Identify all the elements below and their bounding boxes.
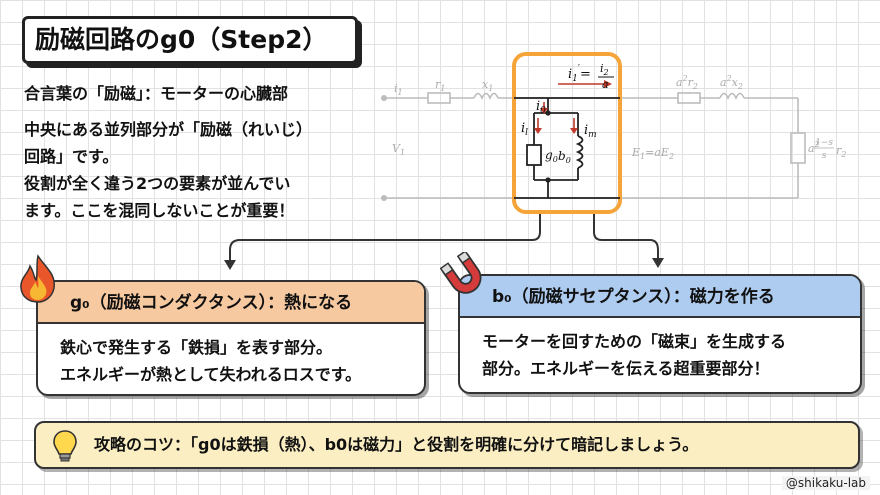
b0-card-heading: b₀（励磁サセプタンス）：磁力を作る xyxy=(460,276,860,318)
b0-card: b₀（励磁サセプタンス）：磁力を作る モーターを回すための「磁束」を生成する 部… xyxy=(458,274,862,394)
tip-text: 攻略のコツ：「g0は鉄損（熱）、b0は磁力」と役割を明確に分けて暗記しましょう。 xyxy=(94,435,699,454)
g0-card-line-2: エネルギーが熱として失われるロスです。 xyxy=(60,365,362,384)
credit-label: @shikaku-lab xyxy=(781,476,870,490)
a2x2-label: a2x2 xyxy=(720,74,743,91)
e1-label: E1=aE2 xyxy=(631,146,674,161)
g0-card-line-1: 鉄心で発生する「鉄損」を表す部分。 xyxy=(60,338,333,357)
b0-card-line-1: モーターを回すための「磁束」を生成する xyxy=(482,332,787,351)
load-numerator: 1−s xyxy=(815,138,833,148)
fraction-denominator: a xyxy=(602,78,609,91)
i1-prime-label: i1′= xyxy=(568,64,591,84)
i1-label: i1 xyxy=(394,82,403,97)
v1-label: V1 xyxy=(392,142,405,157)
im-label: im xyxy=(584,123,597,140)
a2r2-label: a2r2 xyxy=(676,74,698,91)
g0-card-heading: g₀（励磁コンダクタンス）：熱になる xyxy=(38,282,424,324)
load-r-label: r2 xyxy=(836,144,846,159)
fire-icon xyxy=(20,254,55,303)
highlight-frame xyxy=(512,52,622,214)
g0-label: g0 xyxy=(545,148,558,164)
page-title: 励磁回路のg0（Step2） xyxy=(22,16,358,64)
intro-line-4: 役割が全く違う2つの要素が並んでい xyxy=(24,174,291,193)
equivalent-circuit-diagram: i1 r1 x1 V1 E1=aE2 a2r2 a2x2 a2 1−s s r2 xyxy=(381,52,846,214)
intro-line-2: 中央にある並列部分が「励磁（れいじ） xyxy=(24,120,313,139)
parallel-branch xyxy=(514,97,620,199)
load-denominator: s xyxy=(822,151,827,161)
il-label: il xyxy=(521,121,528,138)
x1-label: x1 xyxy=(482,78,493,93)
intro-line-5: ます。ここを混同しないことが重要！ xyxy=(24,201,295,220)
b0-label: b0 xyxy=(558,149,571,165)
g0-card: g₀（励磁コンダクタンス）：熱になる 鉄心で発生する「鉄損」を表す部分。 エネル… xyxy=(36,280,426,396)
intro-line-1: 合言葉の「励磁」：モーターの心臓部 xyxy=(24,84,289,103)
connector-arrows xyxy=(224,214,664,270)
lightbulb-icon xyxy=(53,430,77,462)
fraction-numerator: i2 xyxy=(600,62,609,77)
load-a-label: a2 xyxy=(808,140,820,155)
i0-label: i0 xyxy=(536,99,546,116)
b0-card-line-2: 部分。エネルギーを伝える超重要部分！ xyxy=(482,359,770,378)
intro-line-3: 回路」です。 xyxy=(24,147,119,166)
tip-box: 攻略のコツ：「g0は鉄損（熱）、b0は磁力」と役割を明確に分けて暗記しましょう。 xyxy=(34,421,860,469)
magnet-icon xyxy=(440,252,482,294)
r1-label: r1 xyxy=(435,78,445,93)
